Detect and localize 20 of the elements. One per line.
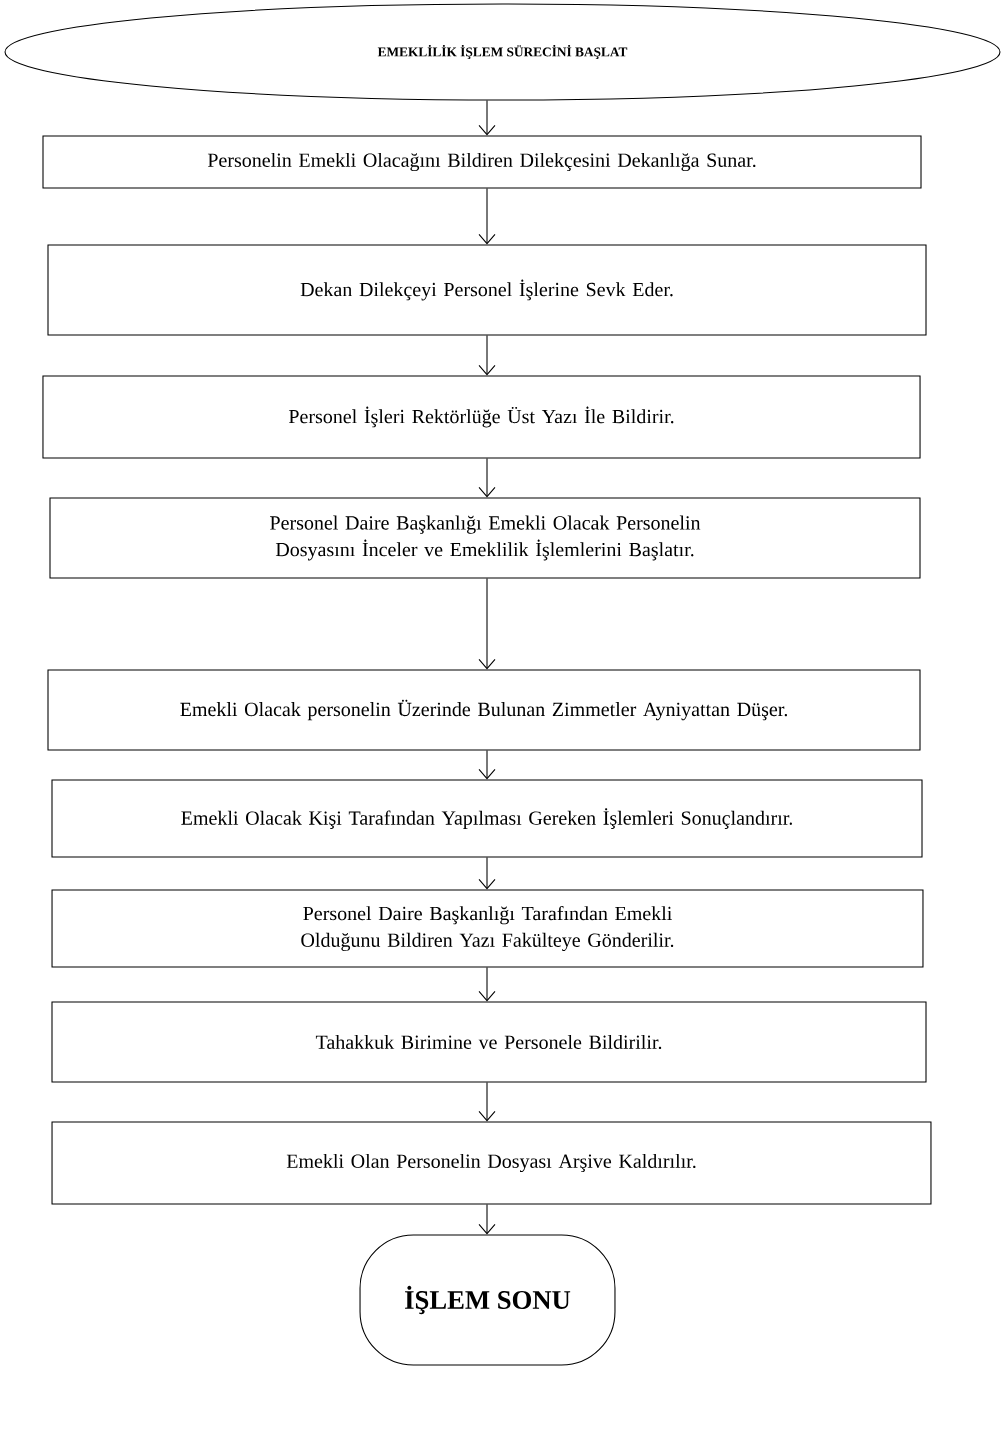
arrow — [478, 1204, 496, 1235]
arrow — [478, 1082, 496, 1122]
arrow — [478, 458, 496, 498]
process-box: Tahakkuk Birimine ve Personele Bildirilir. — [51, 1001, 927, 1083]
process-box: Personelin Emekli Olacağını Bildiren Dilekçesini Dekanlığa Sunar. — [42, 135, 922, 189]
process-box: Dekan Dilekçeyi Personel İşlerine Sevk Eder. — [47, 244, 927, 336]
process-box: Emekli Olacak Kişi Tarafından Yapılması Gereken İşlemleri Sonuçlandırır. — [51, 779, 923, 858]
arrow — [478, 750, 496, 780]
arrow — [478, 100, 496, 136]
arrow — [478, 335, 496, 376]
process-box: Emekli Olacak personelin Üzerinde Bulunan Zimmetler Ayniyattan Düşer. — [47, 669, 921, 751]
arrow — [478, 188, 496, 245]
arrow — [478, 578, 496, 670]
process-box: Personel Daire Başkanlığı Emekli Olacak Personelin Dosyasını İnceler ve Emeklilik İşlemlerini Başlatır. — [49, 497, 921, 579]
process-box: Personel İşleri Rektörlüğe Üst Yazı İle Bildirir. — [42, 375, 921, 459]
arrow — [478, 967, 496, 1002]
process-box: Personel Daire Başkanlığı Tarafından Emekli Olduğunu Bildiren Yazı Fakülteye Gönderilir. — [51, 889, 924, 968]
arrow — [478, 857, 496, 890]
process-box: Emekli Olan Personelin Dosyası Arşive Kaldırılır. — [51, 1121, 932, 1205]
end-terminal: İŞLEM SONU — [359, 1234, 616, 1366]
